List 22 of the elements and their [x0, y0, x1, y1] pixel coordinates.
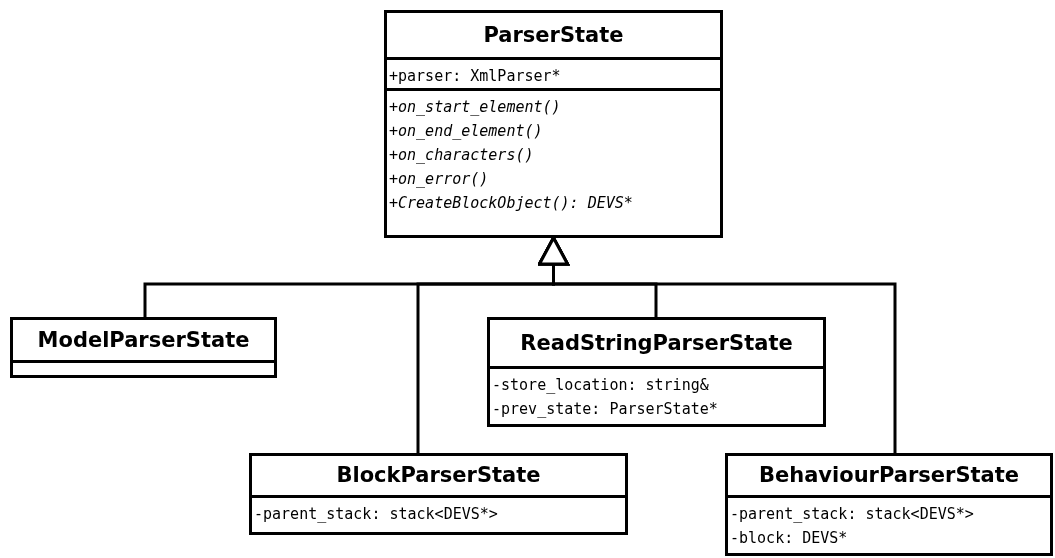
method-text: +CreateBlockObject(): DEVS* — [389, 193, 634, 214]
attribute-text: -parent_stack: stack<DEVS*> — [254, 504, 499, 525]
class-name: BehaviourParserState — [757, 465, 1021, 486]
class-name: ModelParserState — [36, 329, 251, 351]
attribute-text: -block: DEVS* — [730, 528, 849, 549]
class-box — [725, 453, 1053, 556]
class-name: ReadStringParserState — [519, 332, 794, 354]
attribute-text: +parser: XmlParser* — [389, 66, 562, 87]
class-box — [384, 10, 723, 238]
generalization-arrow — [538, 236, 897, 453]
method-text: +on_end_element() — [389, 121, 544, 142]
method-text: +on_start_element() — [389, 97, 562, 118]
class-box — [249, 453, 628, 535]
class-name: BlockParserState — [335, 465, 542, 486]
class-name: ParserState — [482, 24, 625, 46]
attribute-text: -prev_state: ParserState* — [492, 399, 719, 420]
class-box — [487, 317, 826, 427]
attribute-text: -parent_stack: stack<DEVS*> — [730, 504, 975, 525]
class-box — [10, 317, 277, 378]
method-text: +on_error() — [389, 169, 490, 190]
method-text: +on_characters() — [389, 145, 535, 166]
attribute-text: -store_location: string& — [492, 375, 710, 396]
